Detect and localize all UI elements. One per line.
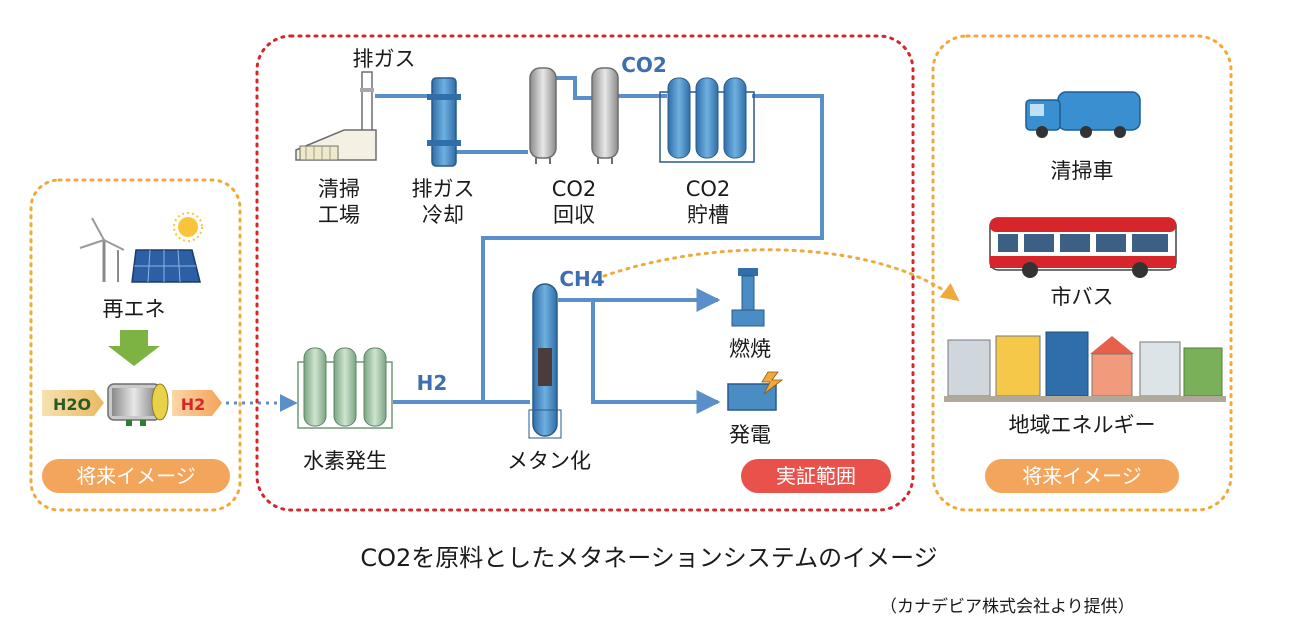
methanation-label: メタン化 [507,449,591,473]
gas-cooling-tower-icon [427,77,461,167]
storage-label-line2: 貯槽 [687,203,729,227]
co2-top-label: CO2 [621,53,667,77]
cooling-label-line2: 冷却 [422,203,464,227]
co2-recovery-columns-icon [529,67,619,164]
houses-icon [944,331,1226,402]
h2-output-arrow: H2 [172,390,222,416]
solar-panel-icon [131,212,203,283]
storage-label-line1: CO2 [686,177,731,201]
demonstration-scope-badge [741,459,891,493]
exhaust-gas-label: 排ガス [353,47,416,71]
renewable-label: 再エネ [103,297,166,321]
h2-left-label: H2 [181,395,206,414]
h2-center-label: H2 [417,371,448,395]
ch4-label: CH4 [559,267,604,291]
right-future-badge [985,459,1179,493]
plant-label-line1: 清掃 [318,177,360,201]
hydrogen-generation-label: 水素発生 [303,449,387,473]
power-generator-icon [727,371,784,411]
right-future-box [931,34,1233,512]
combustion-label: 燃焼 [729,337,771,361]
power-label: 発電 [729,423,771,447]
co2-storage-tanks-icon [659,77,755,163]
right-badge-label: 将来イメージ [1022,464,1142,488]
image-credit: （カナデビア株式会社より提供） [880,597,1135,617]
diagram-caption: CO2を原料としたメタネーションシステムのイメージ [360,544,938,572]
center-badge-label: 実証範囲 [776,464,856,488]
electrolyzer-icon [107,383,169,426]
demonstration-scope-box [255,34,915,512]
left-future-box [29,178,242,512]
hydrogen-generator-icon [297,347,393,429]
left-future-badge [42,459,230,493]
burner-icon [731,268,765,327]
ch4-future-connector [602,248,960,302]
recovery-label-line2: 回収 [553,203,595,227]
h2o-input-arrow: H2O [42,390,104,416]
down-arrow-icon [108,330,160,366]
cleaning-plant-icon [295,71,377,161]
city-bus-icon [989,217,1177,278]
h2o-label: H2O [53,395,91,414]
plant-label-line2: 工場 [318,203,360,227]
city-bus-label: 市バス [1051,285,1114,309]
wind-turbine-icon [79,217,125,282]
left-badge-label: 将来イメージ [76,464,196,488]
cooling-label-line1: 排ガス [412,177,475,201]
ch4-output-pipes [557,288,721,414]
regional-energy-label: 地域エネルギー [1009,413,1156,437]
garbage-truck-label: 清掃車 [1051,159,1114,183]
gas-pipes [375,76,824,404]
recovery-label-line1: CO2 [552,177,597,201]
methanation-reactor-icon [528,283,562,439]
garbage-truck-icon [1025,91,1141,138]
